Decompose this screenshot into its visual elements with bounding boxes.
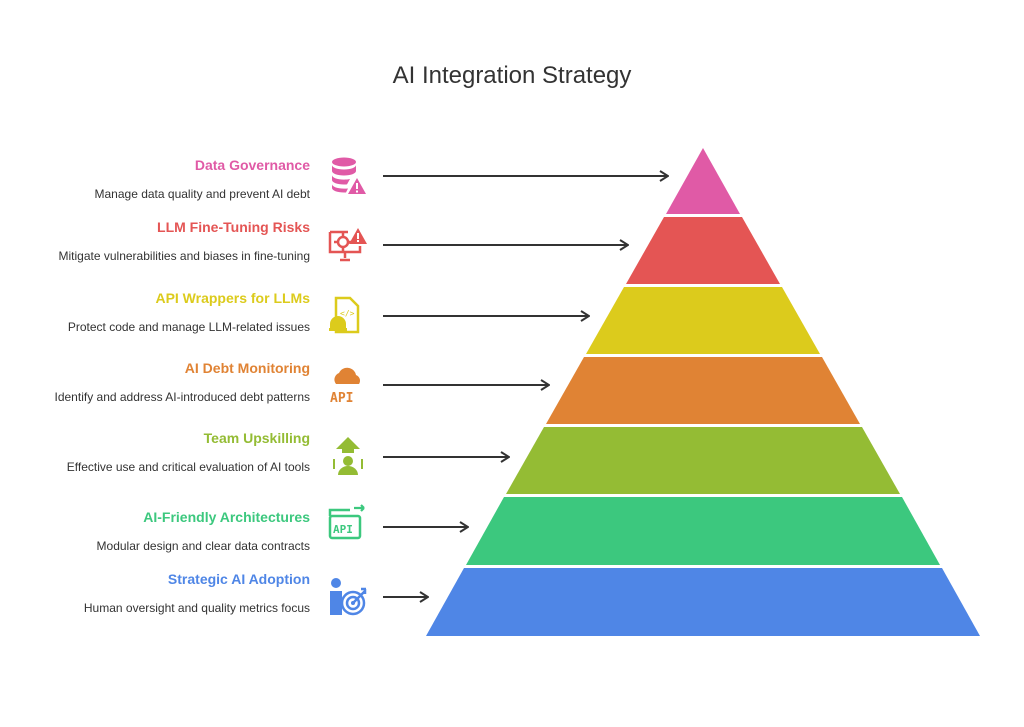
level-item-ai-friendly-architectures: AI-Friendly Architectures Modular design… bbox=[40, 508, 310, 554]
pyramid-level-1 bbox=[666, 148, 740, 214]
pyramid-level-3 bbox=[586, 287, 820, 354]
level-item-ai-debt-monitoring: AI Debt Monitoring Identify and address … bbox=[40, 359, 311, 405]
monitor-alert-icon bbox=[328, 228, 367, 262]
level-title: AI-Friendly Architectures bbox=[143, 509, 310, 525]
page-title: AI Integration Strategy bbox=[392, 62, 632, 89]
level-item-team-upskilling: Team Upskilling Effective use and critic… bbox=[40, 429, 310, 475]
pyramid-level-7 bbox=[426, 568, 980, 636]
level-title: Strategic AI Adoption bbox=[167, 571, 310, 587]
code-file-shield-icon: </> bbox=[329, 296, 360, 334]
svg-text:API: API bbox=[330, 391, 353, 406]
pyramid-level-2 bbox=[626, 217, 780, 284]
level-title: Team Upskilling bbox=[203, 430, 310, 446]
pyramid-level-6 bbox=[466, 497, 940, 565]
svg-text:</>: </> bbox=[340, 309, 355, 318]
database-warning-icon bbox=[332, 157, 366, 194]
level-item-api-wrappers: API Wrappers for LLMs Protect code and m… bbox=[40, 289, 310, 335]
person-target-icon bbox=[330, 578, 367, 616]
svg-text:API: API bbox=[333, 523, 353, 536]
cloud-api-icon: API bbox=[330, 367, 361, 406]
person-arrow-up-icon bbox=[333, 437, 363, 475]
level-title: AI Debt Monitoring bbox=[184, 360, 310, 376]
level-title: API Wrappers for LLMs bbox=[155, 290, 310, 306]
level-description: Modular design and clear data contracts bbox=[96, 539, 310, 553]
level-description: Human oversight and quality metrics focu… bbox=[83, 601, 310, 615]
level-description: Identify and address AI-introduced debt … bbox=[54, 390, 311, 404]
level-title: LLM Fine-Tuning Risks bbox=[157, 219, 310, 235]
api-document-icon: API bbox=[328, 504, 365, 540]
level-item-strategic-ai-adoption: Strategic AI Adoption Human oversight an… bbox=[40, 570, 310, 616]
level-description: Protect code and manage LLM-related issu… bbox=[67, 320, 310, 334]
pyramid-level-4 bbox=[546, 357, 860, 424]
level-item-llm-fine-tuning: LLM Fine-Tuning Risks Mitigate vulnerabi… bbox=[40, 218, 310, 264]
level-title: Data Governance bbox=[194, 157, 310, 173]
level-item-data-governance: Data Governance Manage data quality and … bbox=[40, 156, 311, 202]
pyramid-level-5 bbox=[506, 427, 900, 494]
level-description: Manage data quality and prevent AI debt bbox=[94, 187, 311, 201]
level-description: Effective use and critical evaluation of… bbox=[66, 460, 310, 474]
level-description: Mitigate vulnerabilities and biases in f… bbox=[58, 249, 310, 263]
